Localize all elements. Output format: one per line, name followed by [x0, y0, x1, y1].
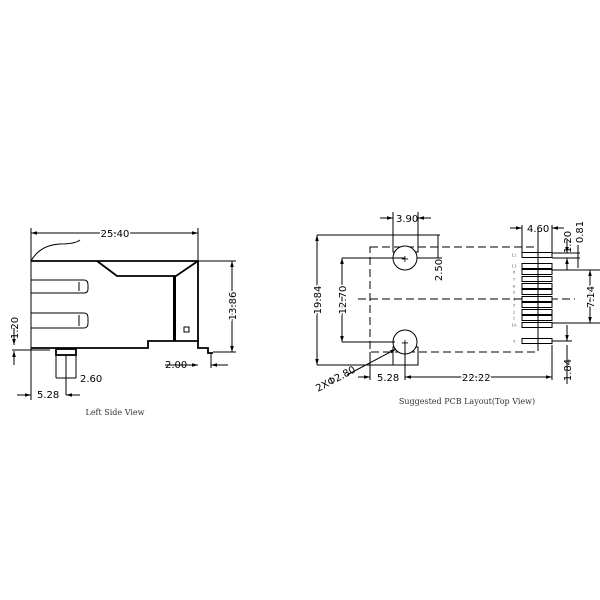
dim-pitch-a: 1.20	[563, 231, 574, 253]
dim-hole-x: 5.28	[377, 373, 399, 384]
dim-post: 2.60	[80, 374, 102, 385]
dim-pin-span: 7.14	[586, 286, 597, 308]
pin-label: 12	[511, 253, 517, 258]
pad-3	[521, 302, 553, 308]
shield-top	[96, 260, 199, 277]
pin-label: 2	[513, 310, 516, 315]
pin-label: 10	[511, 323, 517, 328]
dim-hole-pad: 3.90	[396, 214, 418, 225]
dim-hole-offset: 2.50	[434, 259, 445, 281]
shield-band	[173, 276, 176, 341]
pin-label: 9	[513, 339, 516, 344]
pin-label: 4	[513, 297, 516, 302]
pin-label: 3	[513, 303, 516, 308]
pad-array: 12 118 7 65 43 21 10 9	[511, 252, 553, 344]
dim-overall: 19.84	[313, 286, 324, 315]
pin-label: 1	[513, 316, 516, 321]
dim-hole-dia: 2XΦ2.80	[314, 365, 357, 395]
dim-pad-length: 4.60	[527, 224, 549, 235]
pad-6	[521, 283, 553, 289]
marker-square	[183, 326, 190, 333]
svg-text:+: +	[401, 254, 409, 265]
dim-pitch-b: 0.81	[575, 221, 586, 243]
pad-1	[521, 315, 553, 321]
dim-height: 13.86	[228, 292, 239, 321]
pin-label: 6	[513, 284, 516, 289]
board-post	[55, 348, 77, 356]
led-window-top	[31, 279, 89, 294]
dim-width: 25.40	[101, 229, 130, 240]
housing-base	[31, 340, 213, 354]
ground-tab	[30, 239, 81, 262]
pad-12	[521, 252, 553, 258]
pad-2	[521, 309, 553, 315]
dim-led-offset: 1.20	[10, 317, 21, 339]
left-view-caption: Left Side View	[86, 408, 145, 417]
pad-7	[521, 276, 553, 282]
dim-last-pitch: 1.84	[563, 359, 574, 381]
pad-9	[521, 338, 553, 344]
dim-tail: 2.00	[165, 360, 187, 371]
pin-label: 5	[513, 290, 516, 295]
left-side-view: 25.40 13.86 1.20 2.60 5.28 2.00 Left Sid…	[10, 228, 241, 418]
dim-hole-to-pins: 22.22	[462, 373, 491, 384]
pad-5	[521, 289, 553, 295]
pad-8	[521, 269, 553, 275]
pcb-layout-view: + + 3.90 19.84 12.70 2.50 5.28 22.22 2XΦ…	[312, 212, 600, 406]
pad-4	[521, 296, 553, 302]
pad-10	[521, 322, 553, 328]
pad-11	[521, 263, 553, 269]
pin-label: 7	[513, 277, 516, 282]
pin-label: 11	[511, 264, 516, 269]
led-window-bottom	[31, 312, 89, 329]
dim-post-offset: 5.28	[37, 390, 59, 401]
dim-hole-spacing: 12.70	[338, 286, 349, 315]
pin-label: 8	[513, 270, 516, 275]
pcb-view-caption: Suggested PCB Layout(Top View)	[399, 397, 535, 406]
